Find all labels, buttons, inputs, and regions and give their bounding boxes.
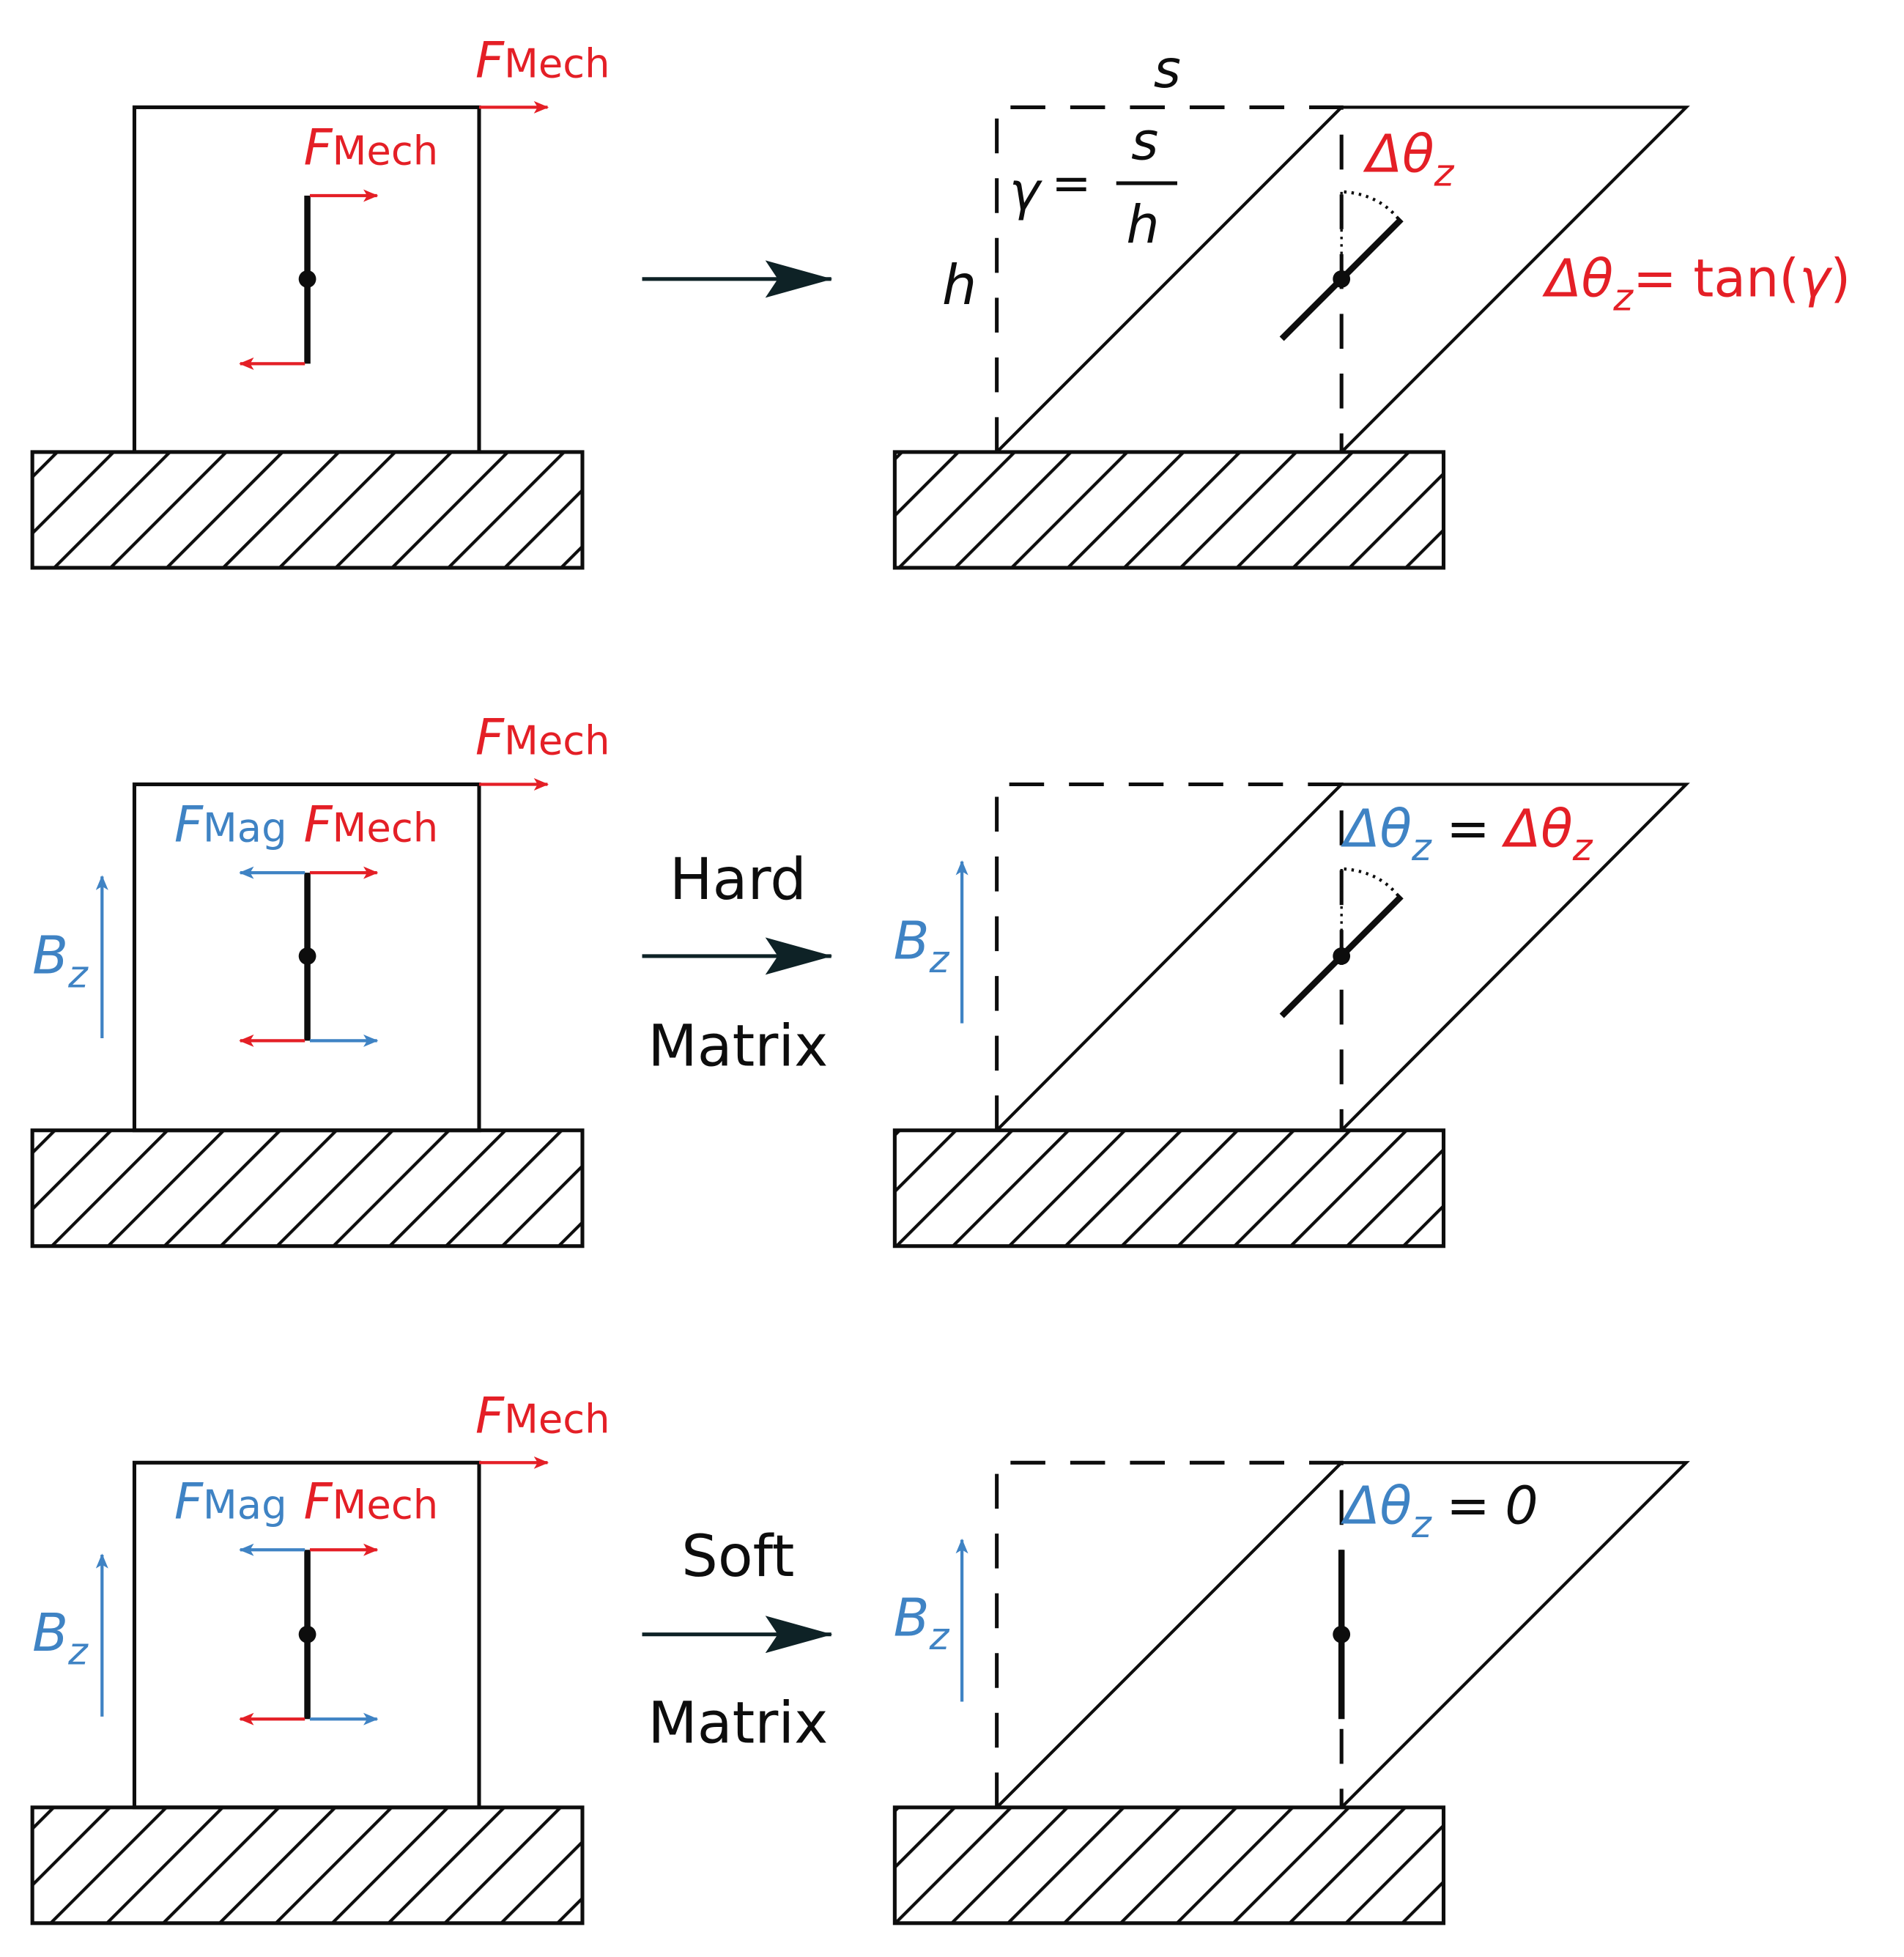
- particle-pivot: [298, 270, 316, 288]
- delta-theta-symbol: Δθ: [1341, 1476, 1412, 1536]
- gamma-symbol: γ: [1799, 248, 1833, 309]
- sheared-sample: Bz Δθz=0: [892, 1460, 1690, 1925]
- ground-base: [892, 1128, 1446, 1248]
- formula-equals: =: [1051, 156, 1091, 211]
- process-label-bottom: Matrix: [648, 1690, 828, 1756]
- s-dimension-label: s: [1154, 39, 1181, 100]
- particle-pivot: [298, 1625, 316, 1643]
- particle-pivot: [1333, 1625, 1351, 1643]
- force-subscript: Mech: [333, 805, 439, 851]
- magnetic-field-label: Bz: [32, 925, 89, 997]
- h-dimension-label: h: [942, 254, 977, 317]
- undeformed-sample: FMech Bz FMag FMech: [30, 1388, 610, 1925]
- gamma-symbol: γ: [1010, 161, 1043, 222]
- rotation-angle-arc: [1344, 867, 1400, 898]
- z-subscript: z: [929, 939, 950, 982]
- top-mech-force-label: FMech: [475, 1388, 610, 1446]
- sample-block: [132, 1460, 481, 1810]
- close-paren: ): [1830, 248, 1851, 309]
- particle-mag-force-label: FMag: [174, 796, 287, 854]
- row-1: FMech FMech Δθz h s γ = s h: [30, 32, 1851, 570]
- z-subscript: z: [1434, 152, 1455, 195]
- force-symbol: F: [303, 1473, 333, 1531]
- row-2-hard-matrix: FMech Bz FMag FMech Hard Matrix Bz Δθz=Δ: [30, 709, 1690, 1248]
- fraction-numerator: s: [1131, 111, 1158, 172]
- row-3-soft-matrix: FMech Bz FMag FMech Soft Matrix Bz Δθz=0: [30, 1388, 1690, 1925]
- force-subscript: Mech: [504, 1396, 610, 1443]
- force-symbol: F: [174, 796, 204, 854]
- undeformed-sample: FMech FMech: [30, 32, 610, 570]
- force-subscript: Mech: [504, 718, 610, 764]
- z-subscript: z: [1411, 826, 1432, 870]
- b-symbol: B: [32, 1602, 68, 1663]
- process-label-top: Hard: [670, 846, 807, 913]
- z-subscript: z: [67, 1630, 89, 1673]
- rotation-tan-formula: Δθz= tan(γ): [1542, 248, 1851, 320]
- z-subscript: z: [67, 953, 89, 996]
- force-subscript: Mech: [333, 1482, 439, 1528]
- top-mech-force-label: FMech: [475, 709, 610, 767]
- particle-mech-force-label: FMech: [303, 1473, 438, 1531]
- force-subscript: Mech: [333, 128, 439, 174]
- delta-theta-symbol: Δθ: [1542, 248, 1613, 309]
- z-subscript: z: [1411, 1503, 1432, 1547]
- particle-pivot: [1333, 270, 1351, 288]
- top-mech-force-label: FMech: [475, 32, 610, 90]
- process-label-top: Soft: [681, 1523, 794, 1590]
- shear-strain-formula: γ = s h: [1010, 111, 1177, 256]
- force-symbol: F: [303, 119, 333, 177]
- force-subscript: Mech: [504, 41, 610, 87]
- ground-base: [30, 1805, 585, 1925]
- equals: =: [1446, 798, 1490, 859]
- particle-mag-force-label: FMag: [174, 1473, 287, 1531]
- undeformed-sample: FMech Bz FMag FMech: [30, 709, 610, 1248]
- z-subscript: z: [1612, 276, 1634, 319]
- delta-theta-symbol: Δθ: [1341, 798, 1412, 859]
- rotation-angle-arc: [1344, 190, 1400, 221]
- force-symbol: F: [475, 1388, 505, 1446]
- particle-pivot: [1333, 947, 1351, 965]
- force-symbol: F: [303, 796, 333, 854]
- sheared-outline: [993, 1461, 1690, 1809]
- b-symbol: B: [32, 925, 68, 986]
- sample-block: [132, 782, 481, 1133]
- tan-text: = tan(: [1633, 248, 1799, 309]
- ground-base: [30, 450, 585, 570]
- process-label-bottom: Matrix: [648, 1013, 828, 1079]
- force-subscript: Mag: [203, 1482, 287, 1528]
- magnetic-field-label: Bz: [894, 1587, 950, 1659]
- fraction-denominator: h: [1126, 195, 1159, 256]
- rotation-zero-label: Δθz =0: [1341, 1476, 1538, 1547]
- b-symbol: B: [894, 910, 930, 971]
- delta-theta-symbol: Δθ: [1501, 798, 1572, 859]
- force-symbol: F: [475, 32, 505, 90]
- magnetic-field-label: Bz: [894, 910, 950, 982]
- force-symbol: F: [174, 1473, 204, 1531]
- delta-theta-symbol: Δθ: [1363, 124, 1434, 185]
- zero-value: 0: [1505, 1476, 1538, 1536]
- magnetic-field-label: Bz: [32, 1602, 89, 1674]
- ground-base: [30, 1128, 585, 1248]
- z-subscript: z: [1572, 826, 1593, 870]
- sheared-outline: [993, 783, 1690, 1132]
- z-subscript: z: [929, 1616, 950, 1659]
- particle-pivot: [298, 947, 316, 965]
- particle-mech-force-label: FMech: [303, 796, 438, 854]
- ground-base: [892, 450, 1446, 570]
- rotation-equality-label: Δθz=Δθz: [1341, 798, 1593, 870]
- b-symbol: B: [894, 1587, 930, 1648]
- equals: =: [1446, 1476, 1490, 1536]
- force-symbol: F: [475, 709, 505, 767]
- sheared-outline: [993, 106, 1690, 454]
- particle-mech-force-label: FMech: [303, 119, 438, 177]
- sheared-sample: Bz Δθz=Δθz: [892, 782, 1690, 1248]
- force-subscript: Mag: [203, 805, 287, 851]
- ground-base: [892, 1805, 1446, 1925]
- sheared-sample: Δθz h s γ = s h Δθz= tan(γ): [892, 39, 1851, 570]
- sample-block: [132, 105, 481, 454]
- rotation-label: Δθz: [1363, 124, 1454, 196]
